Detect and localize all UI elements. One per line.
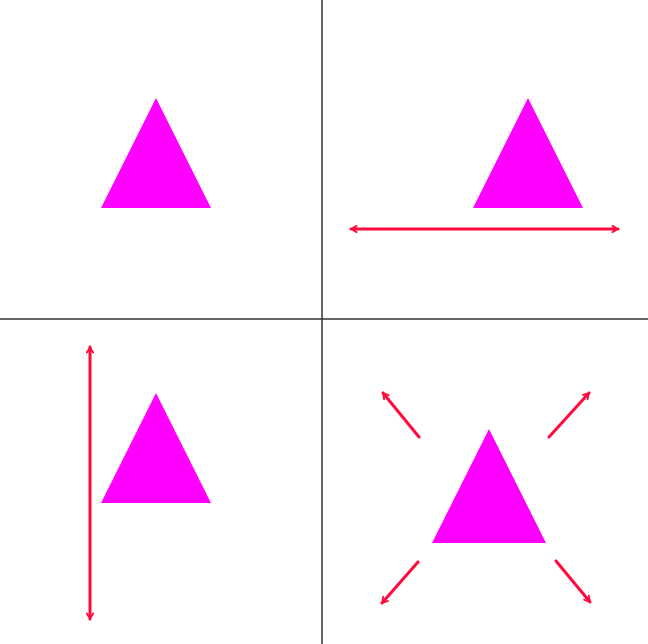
triangle-shape [101, 393, 211, 503]
panel-horizontal-stretch [349, 98, 620, 229]
arrow-up-right [547, 391, 591, 439]
panel-uniform-scale [380, 391, 592, 605]
triangle-shape [101, 98, 211, 208]
arrow-down-right [554, 559, 592, 604]
triangle-shape [432, 429, 546, 543]
arrow-down-left [380, 560, 420, 605]
arrow-up-left [381, 391, 421, 439]
triangle-shape [473, 98, 583, 208]
panel-original [101, 98, 211, 208]
panel-vertical-stretch [90, 345, 211, 621]
